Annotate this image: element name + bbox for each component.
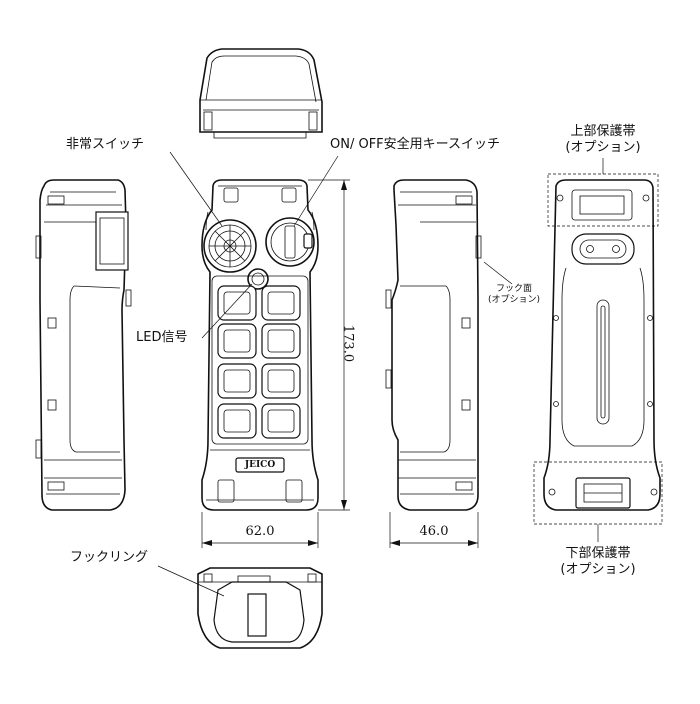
bottom-view <box>197 567 323 649</box>
label-hook-surface: フック面 (オプション) <box>484 284 544 306</box>
label-emergency-switch: 非常スイッチ <box>66 137 145 152</box>
dimension-height: 173.0 <box>340 324 356 363</box>
brand-logo: JEICO <box>244 460 276 470</box>
label-top-guard-line1: 上部保護帯 <box>570 124 636 139</box>
label-led-signal: LED信号 <box>136 330 188 345</box>
label-hook-ring: フックリング <box>70 550 149 565</box>
dimension-depth: 46.0 <box>419 524 449 539</box>
label-key-switch: ON/ OFF安全用キースイッチ <box>330 137 501 152</box>
front-view <box>201 179 319 511</box>
back-view <box>533 173 663 525</box>
left-side-view <box>35 179 132 511</box>
dimension-lines <box>201 179 479 548</box>
label-hook-surface-line2: (オプション) <box>487 295 541 305</box>
right-side-view <box>385 179 482 511</box>
label-bottom-guard: 下部保護帯 (オプション) <box>543 546 653 578</box>
label-hook-surface-line1: フック面 <box>495 284 532 294</box>
label-bottom-guard-line1: 下部保護帯 <box>565 546 631 561</box>
label-top-guard-line2: (オプション) <box>565 140 641 155</box>
label-bottom-guard-line2: (オプション) <box>560 562 636 577</box>
label-top-guard: 上部保護帯 (オプション) <box>548 124 658 156</box>
leader-lines <box>157 151 604 597</box>
top-view <box>199 48 323 139</box>
dimension-width: 62.0 <box>245 524 275 539</box>
button-grid <box>217 285 301 439</box>
